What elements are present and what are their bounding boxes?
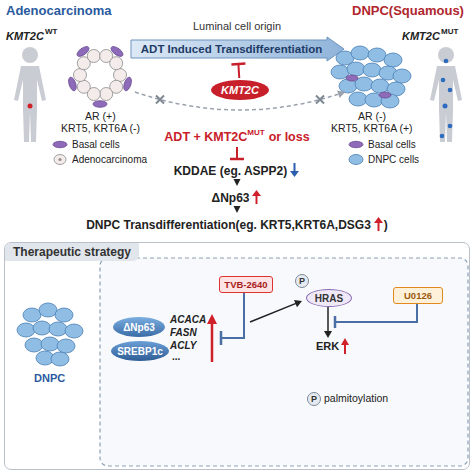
adenocarcinoma-cluster	[67, 45, 133, 108]
trend-arrow	[252, 190, 261, 204]
gene-name: FASN	[170, 327, 197, 338]
node-text: SREBP1c	[117, 346, 163, 357]
node-text: DNPC Transdifferentiation(eg. KRT5,KRT6A…	[86, 218, 371, 232]
therapy-illustration	[17, 258, 468, 466]
human-figure	[430, 47, 462, 142]
connector	[234, 206, 241, 213]
genotype-label: KMT2C	[6, 30, 44, 42]
cell-label: DNPC	[34, 372, 65, 384]
node-text: KMT2C	[221, 84, 259, 96]
protein-oval: HRAS	[306, 289, 352, 307]
legend-sample	[52, 139, 68, 150]
legend-entry: DNPC cells	[348, 153, 419, 166]
genotype-superscript: WT	[45, 27, 57, 36]
node-text: Therapeutic strategy	[5, 243, 139, 261]
node-text: ΔNp63	[123, 322, 155, 333]
pathway-step: ΔNp63	[187, 188, 287, 206]
gene-name: ACACA	[170, 314, 206, 325]
trend-arrow	[374, 217, 383, 231]
drug-box: TVB-2640	[219, 276, 273, 293]
node-text: ΔNp63	[212, 191, 250, 205]
node-text: MUT	[247, 128, 264, 137]
node-text: HRAS	[315, 293, 343, 304]
node-text: ADT + KMT2C	[164, 130, 247, 144]
dnpc-cluster	[331, 46, 411, 108]
legend-sample	[348, 154, 364, 165]
connector	[231, 64, 245, 78]
genotype-superscript: MUT	[441, 27, 458, 36]
node-text: U0126	[404, 290, 432, 301]
human-figure	[14, 47, 46, 142]
protein-label: ERK	[316, 340, 339, 352]
node-text: P	[311, 394, 317, 404]
gene-name: ACLY	[170, 340, 196, 351]
node-text: TVB-2640	[224, 279, 267, 290]
phospho-circle: P	[307, 392, 321, 406]
process-arrow: ADT Induced Transdifferentiation	[130, 36, 345, 62]
node-text: KDDAE (eg. ASPP2)	[174, 164, 288, 178]
panel-heading: Adenocarcinoma	[6, 3, 111, 18]
node-text: or loss	[269, 130, 310, 144]
genotype-label: KMT2C	[402, 30, 440, 42]
connector	[234, 179, 241, 186]
marker-label: KRT5, KRT6A (-)	[61, 122, 140, 134]
legend-sample	[52, 154, 68, 165]
legend-entry: Adenocarcinoma	[52, 153, 147, 166]
pathway-outcome: DNPC Transdifferentiation(eg. KRT5,KRT6A…	[30, 215, 444, 233]
marker-label: KRT5, KRT6A (+)	[331, 122, 413, 134]
gene-name: ...	[172, 351, 180, 362]
marker-label: AR (+)	[85, 110, 116, 122]
legend-text: Adenocarcinoma	[72, 154, 147, 165]
legend-text: DNPC cells	[368, 154, 419, 165]
connector	[230, 147, 244, 159]
legend-entry: Basal cells	[52, 138, 120, 151]
process-label: palmitoylation	[324, 392, 388, 404]
legend-entry: Basal cells	[348, 138, 416, 151]
marker-label: AR (-)	[358, 110, 386, 122]
node-text: )	[384, 218, 388, 232]
factor-oval: ΔNp63	[113, 317, 165, 337]
factor-oval: SREBP1c	[111, 341, 169, 361]
condition-text: ADT + KMT2CMUT or loss	[120, 127, 354, 145]
legend-sample	[348, 139, 364, 150]
node-text: ADT Induced Transdifferentiation	[141, 43, 322, 55]
legend-text: Basal cells	[72, 139, 120, 150]
trend-arrow	[290, 163, 299, 177]
drug-box: U0126	[393, 287, 443, 304]
therapy-panel: Therapeutic strategyΔNp63SREBP1c TVB-2640…	[4, 242, 470, 470]
gene-oval: KMT2C	[211, 80, 269, 100]
pathway-step: KDDAE (eg. ASPP2)	[130, 161, 344, 179]
node-text: P	[299, 276, 305, 286]
note-text: Luminal cell origin	[193, 20, 281, 32]
panel-heading: DNPC(Squamous)	[352, 3, 464, 18]
legend-text: Basal cells	[368, 139, 416, 150]
phospho-circle: P	[295, 274, 309, 288]
